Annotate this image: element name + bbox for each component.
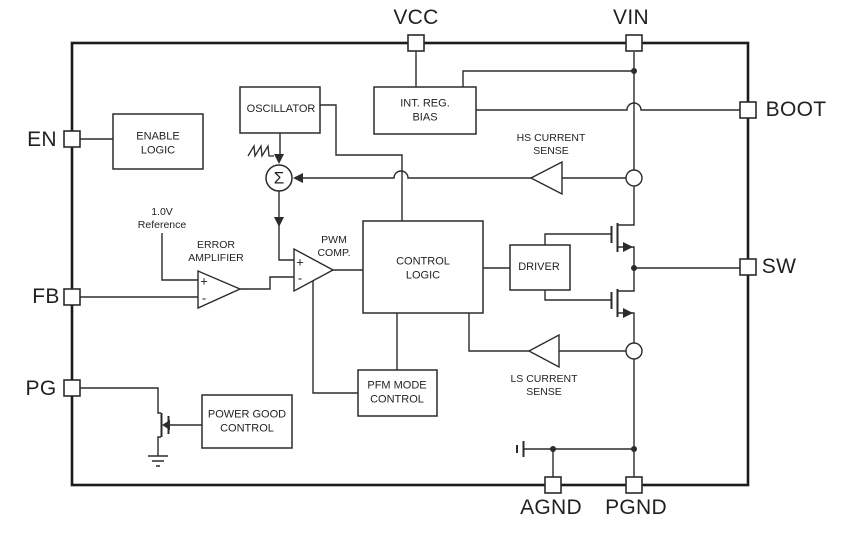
wire-reference-to-erramp: [161, 233, 198, 281]
driver-box: [509, 244, 571, 291]
pin-fb: [63, 288, 81, 306]
pin-boot: [739, 101, 757, 119]
error-amplifier-triangle: [197, 269, 242, 310]
ls-current-sense-triangle: [527, 333, 560, 369]
wire-ls-rail: [618, 268, 635, 477]
pin-agnd: [544, 476, 562, 494]
wire-erramp-to-pwm: [240, 276, 294, 290]
wire-hs-sense-to-sigma: [296, 170, 531, 179]
hs-mosfet-arrow: [623, 242, 633, 252]
erramp-minus-sign: -: [201, 290, 207, 306]
junction-dots: [550, 68, 637, 452]
triangles: [197, 160, 563, 369]
package-pins: [63, 34, 757, 494]
pin-label-agnd: AGND: [520, 495, 582, 519]
hs-mosfet: [610, 223, 619, 252]
error-amplifier-label: ERROR AMPLIFIER: [188, 238, 244, 264]
pfm-mode-control-box: [357, 369, 438, 417]
power-good-control-box: [201, 394, 293, 449]
junction-agnd: [550, 446, 556, 452]
pin-label-pgnd: PGND: [605, 495, 667, 519]
pfm-mode-control-label: PFM MODE CONTROL: [367, 379, 427, 405]
block-boxes: [112, 86, 571, 449]
hs-current-sense-triangle: [529, 160, 563, 196]
arrowheads: [162, 154, 633, 430]
pin-label-sw: SW: [761, 254, 797, 278]
hs-sense-element: [625, 169, 643, 187]
pin-label-boot: BOOT: [765, 97, 827, 121]
int-reg-bias-box: [373, 86, 477, 135]
ground-symbol-icon: [148, 455, 168, 467]
pin-label-en: EN: [27, 127, 57, 151]
wire-sw-node: [618, 246, 740, 269]
wires: [80, 51, 740, 477]
pin-label-vin: VIN: [613, 5, 649, 29]
arrow-into-sigma-right: [293, 173, 303, 183]
enable-logic-label: ENABLE LOGIC: [136, 130, 180, 156]
wire-osc-to-control-logic: [320, 104, 403, 221]
control-logic-label: CONTROL LOGIC: [396, 255, 450, 281]
arrow-into-sigma-top: [274, 154, 284, 164]
pin-vin: [625, 34, 643, 52]
wire-pg-fet: [80, 387, 202, 456]
pg-mosfet-arrow: [162, 420, 170, 430]
pwmcomp-plus-sign: +: [296, 254, 304, 270]
erramp-plus-sign: +: [200, 273, 208, 289]
ls-current-sense-label: LS CURRENT SENSE: [510, 372, 578, 398]
junction-vin: [631, 68, 637, 74]
wire-ls-sense-to-control-logic: [468, 313, 529, 352]
pin-label-pg: PG: [25, 376, 57, 400]
mosfets: [160, 223, 619, 437]
ls-mosfet: [610, 289, 619, 317]
sawtooth-waveform-icon: [247, 143, 274, 159]
wire-driver-to-hs-gate: [544, 233, 611, 245]
pwm-comparator-triangle: [293, 247, 335, 293]
junction-sw: [631, 265, 637, 271]
wire-gnd-node: [523, 448, 634, 477]
pin-label-vcc: VCC: [393, 5, 439, 29]
pwmcomp-minus-sign: -: [297, 270, 303, 286]
wire-driver-to-ls-gate: [544, 290, 611, 301]
pin-vcc: [407, 34, 425, 52]
junction-pgnd: [631, 446, 637, 452]
pin-en: [63, 130, 81, 148]
pin-label-fb: FB: [32, 284, 60, 308]
pin-sw: [739, 258, 757, 276]
sigma-summing-node: [265, 164, 293, 192]
sigma-symbol: Σ: [273, 168, 285, 188]
control-logic-box: [362, 220, 484, 314]
wire-bias-to-boot: [476, 102, 740, 111]
ls-mosfet-arrow: [623, 308, 633, 318]
wire-sigma-to-pwm: [278, 191, 294, 261]
reference-label: 1.0V Reference: [137, 205, 187, 231]
oscillator-label: OSCILLATOR: [246, 103, 316, 116]
ls-sense-element: [625, 342, 643, 360]
arrow-sigma-output: [274, 217, 284, 227]
wire-vin-rail: [462, 52, 635, 226]
substrate-cap-icon: [516, 441, 525, 457]
pwm-comp-label: PWM COMP.: [317, 233, 351, 259]
int-reg-bias-label: INT. REG. BIAS: [400, 97, 450, 123]
pin-pgnd: [625, 476, 643, 494]
enable-logic-box: [112, 113, 204, 170]
oscillator-box: [239, 86, 321, 134]
pin-pg: [63, 379, 81, 397]
wire-pwm-to-pfm: [312, 281, 358, 394]
power-good-control-label: POWER GOOD CONTROL: [207, 408, 287, 434]
hs-current-sense-label: HS CURRENT SENSE: [516, 131, 586, 157]
driver-label: DRIVER: [518, 261, 560, 274]
